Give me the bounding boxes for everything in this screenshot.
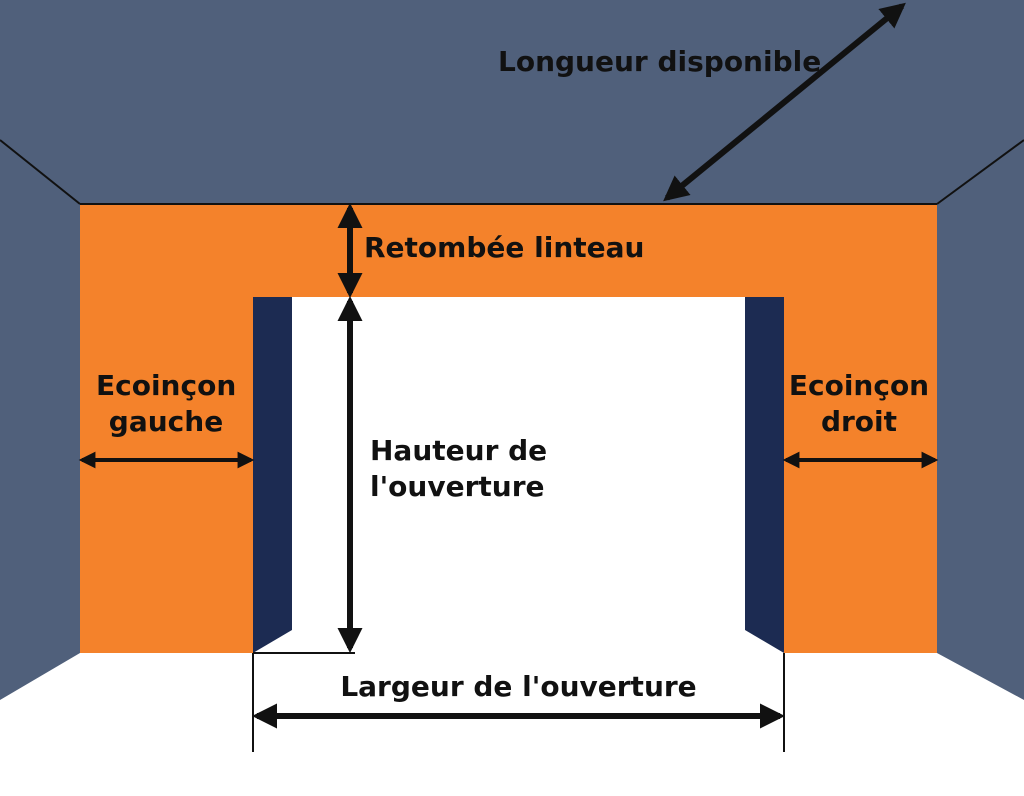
left-wall-edge — [0, 139, 81, 205]
longueur-label: Longueur disponible — [498, 45, 822, 78]
ecoincon-gauche-line2: gauche — [108, 405, 224, 438]
right-jamb — [745, 297, 784, 653]
hauteur-label: Hauteur de l'ouverture — [370, 433, 547, 505]
longueur-arrow — [663, 2, 906, 202]
ecoincon-gauche-label: Ecoinçon gauche — [96, 368, 236, 440]
left-wall — [0, 140, 80, 700]
right-wall — [937, 140, 1024, 700]
ecoincon-droit-label: Ecoinçon droit — [788, 368, 930, 440]
retombee-label: Retombée linteau — [364, 231, 645, 264]
ecoincon-droit-line2: droit — [820, 405, 898, 438]
right-wall-edge — [936, 139, 1024, 205]
hauteur-line2: l'ouverture — [370, 470, 545, 503]
hauteur-line1: Hauteur de — [370, 434, 548, 467]
left-jamb — [253, 297, 292, 653]
largeur-label: Largeur de l'ouverture — [340, 670, 697, 703]
ecoincon-gauche-line1: Ecoinçon — [96, 369, 237, 402]
ecoincon-droit-line1: Ecoinçon — [788, 369, 930, 402]
